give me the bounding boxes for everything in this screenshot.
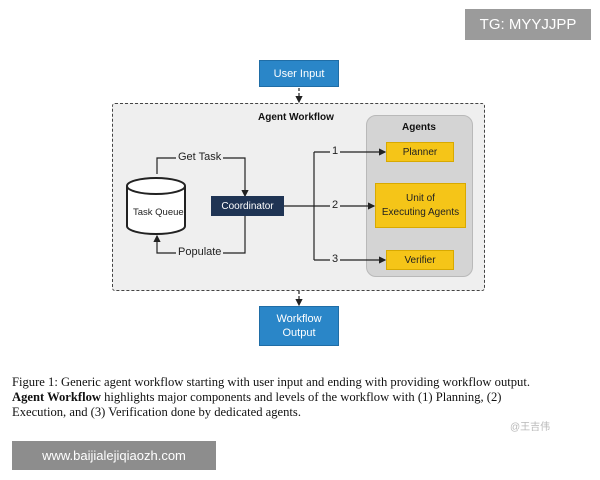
task-queue-cylinder bbox=[126, 177, 186, 235]
caption-line-3: Execution, and (3) Verification done by … bbox=[12, 405, 301, 419]
user-input-box: User Input bbox=[259, 60, 339, 87]
verifier-box: Verifier bbox=[386, 250, 454, 270]
planner-box: Planner bbox=[386, 142, 454, 162]
caption-line-1: Figure 1: Generic agent workflow startin… bbox=[12, 375, 531, 389]
unit-line-2: Executing Agents bbox=[381, 206, 460, 218]
caption-line-2: Agent Workflow highlights major componen… bbox=[12, 390, 592, 405]
agents-title: Agents bbox=[402, 122, 436, 133]
weibo-watermark: @王吉伟 bbox=[510, 422, 551, 433]
agent-workflow-title: Agent Workflow bbox=[258, 112, 334, 123]
step-1-label: 1 bbox=[330, 145, 341, 157]
step-2-label: 2 bbox=[330, 199, 341, 211]
figure-caption: Figure 1: Generic agent workflow startin… bbox=[12, 375, 592, 420]
step-3-label: 3 bbox=[330, 253, 341, 265]
populate-label: Populate bbox=[176, 246, 224, 258]
unit-of-executing-agents-box: Unit of Executing Agents bbox=[375, 183, 466, 228]
get-task-label: Get Task bbox=[176, 151, 224, 163]
tg-tag: TG: MYYJJPP bbox=[465, 9, 591, 40]
workflow-output-box: Workflow Output bbox=[259, 306, 339, 346]
caption-bold: Agent Workflow bbox=[12, 390, 101, 404]
task-queue-label: Task Queue bbox=[133, 207, 184, 218]
coordinator-box: Coordinator bbox=[211, 196, 284, 216]
output-line-1: Workflow bbox=[276, 313, 322, 325]
caption-line-2-rest: highlights major components and levels o… bbox=[100, 390, 502, 404]
url-watermark: www.baijialejiqiaozh.com bbox=[12, 441, 216, 470]
output-line-2: Output bbox=[282, 327, 316, 339]
unit-line-1: Unit of bbox=[406, 192, 435, 204]
